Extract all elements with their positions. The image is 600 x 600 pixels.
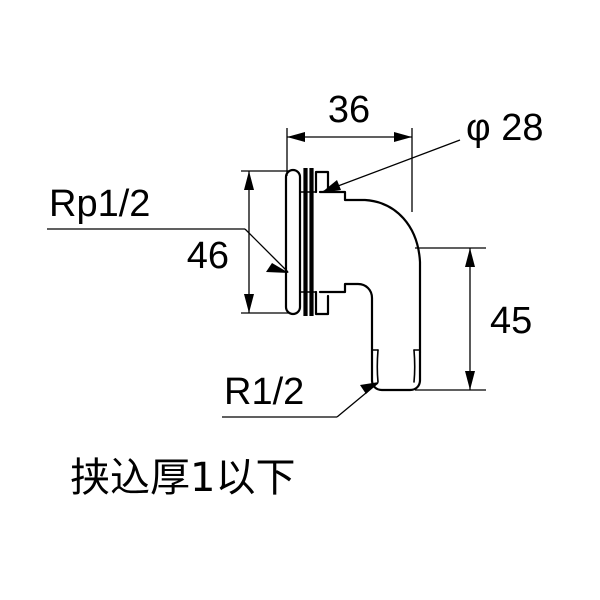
arrow-down-icon xyxy=(244,294,254,313)
lower-collar xyxy=(314,290,330,316)
arrow-up-icon xyxy=(465,248,475,267)
dim-36-label: 36 xyxy=(328,89,370,131)
rp12-label: Rp1/2 xyxy=(49,183,150,225)
clamp-thickness-note: 挟込厚1以下 xyxy=(70,455,295,501)
elbow-outer-profile xyxy=(318,190,422,354)
arrow-down-icon xyxy=(465,371,475,390)
dim-46-label: 46 xyxy=(187,235,229,277)
thread-line-right xyxy=(413,349,416,383)
part-geometry-group xyxy=(284,168,422,392)
spigot-bottom-end xyxy=(370,350,422,392)
elbow-inner-profile xyxy=(318,282,374,354)
rp12-leader-diagonal xyxy=(244,228,289,273)
r12-label: R1/2 xyxy=(224,371,304,413)
thread-line-left xyxy=(376,349,379,383)
dimension-45-group: 45 xyxy=(415,247,532,391)
diameter-28-label: φ 28 xyxy=(466,107,543,149)
r12-callout-group: R1/2 xyxy=(222,371,379,418)
dim-45-label: 45 xyxy=(490,300,532,342)
dimension-36-group: 36 xyxy=(286,89,413,212)
flange-nut-plate xyxy=(284,168,302,316)
leader-arrow-icon xyxy=(321,180,341,193)
rp12-callout-group: Rp1/2 xyxy=(47,183,289,273)
dimension-46-group: 46 xyxy=(187,170,290,314)
arrow-up-icon xyxy=(244,171,254,190)
leader-arrow-icon xyxy=(360,382,379,394)
leader-arrow-icon xyxy=(266,263,289,273)
arrow-left-icon xyxy=(287,132,305,142)
diameter-28-callout-group: φ 28 xyxy=(321,107,543,193)
upper-collar xyxy=(314,170,330,194)
arrow-right-icon xyxy=(394,132,412,142)
phi28-leader-line xyxy=(321,139,461,193)
